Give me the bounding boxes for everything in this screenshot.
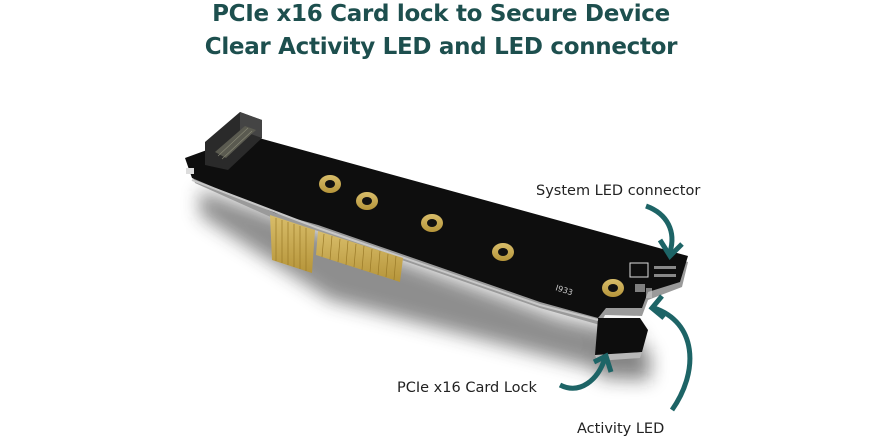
card-lock-tab xyxy=(595,318,648,358)
mounting-holes xyxy=(319,175,624,297)
label-system-led-connector: System LED connector xyxy=(536,183,701,199)
arrows xyxy=(558,203,693,412)
title-line-2: Clear Activity LED and LED connector xyxy=(204,34,678,60)
label-card-lock: PCIe x16 Card Lock xyxy=(397,380,537,396)
label-activity-led: Activity LED xyxy=(577,421,665,437)
pcie-gold-fingers xyxy=(270,215,403,282)
title-line-1: PCIe x16 Card lock to Secure Device xyxy=(212,1,670,27)
m2-connector xyxy=(186,112,262,174)
arrow-system-led xyxy=(645,203,675,253)
arrow-card-lock xyxy=(558,357,608,391)
arrow-activity-led xyxy=(653,305,693,412)
led-connector-area xyxy=(629,262,676,298)
